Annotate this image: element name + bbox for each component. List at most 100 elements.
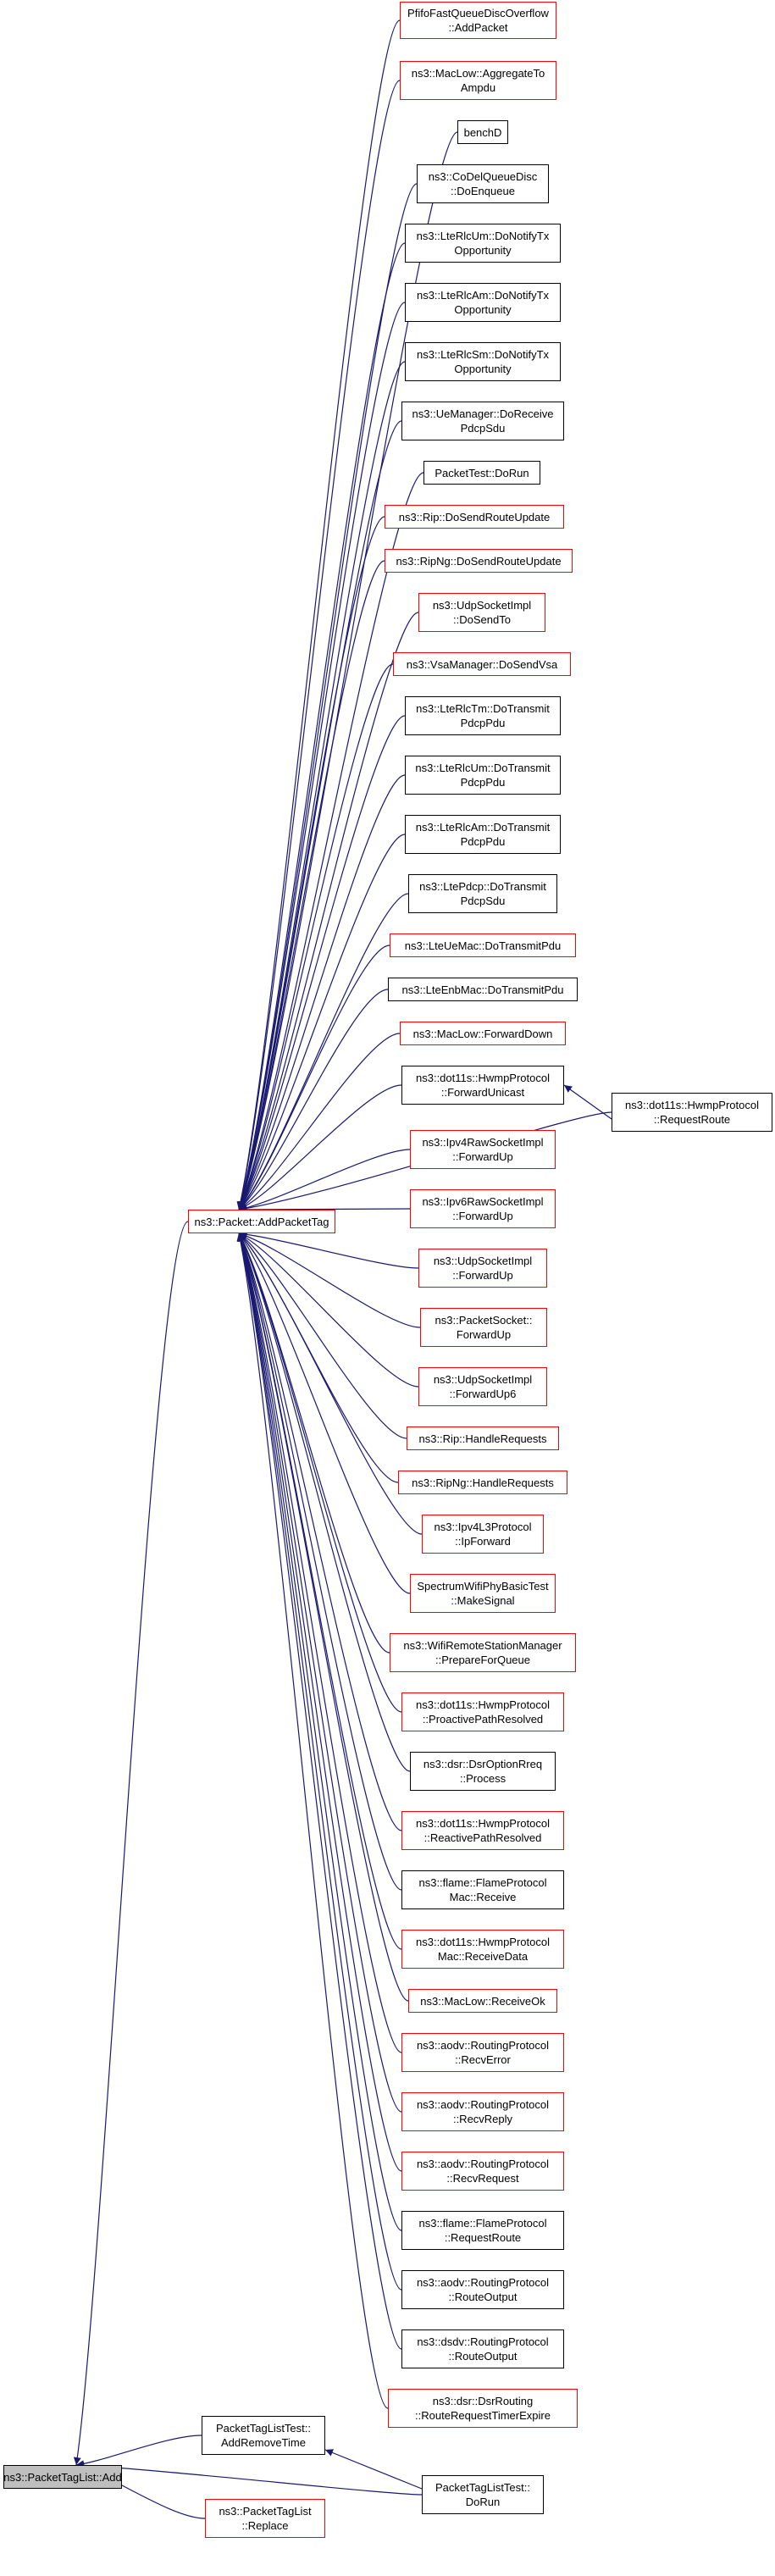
graph-node[interactable]: ns3::Packet::AddPacketTag xyxy=(188,1210,335,1233)
graph-node[interactable]: ns3::Ipv4RawSocketImpl::ForwardUp xyxy=(410,1130,556,1169)
graph-node[interactable]: PacketTest::DoRun xyxy=(423,461,540,485)
graph-node[interactable]: ns3::RipNg::DoSendRouteUpdate xyxy=(385,549,573,573)
graph-edge xyxy=(238,1233,402,1891)
graph-node-label: ns3::MacLow::ReceiveOk xyxy=(420,1994,545,2008)
graph-node[interactable]: ns3::Rip::DoSendRouteUpdate xyxy=(385,505,564,529)
graph-edge xyxy=(238,1233,419,1388)
graph-node-label: ::RouteRequestTimerExpire xyxy=(415,2409,551,2422)
graph-node-label: ns3::Ipv4L3Protocol xyxy=(434,1521,532,1533)
graph-edge xyxy=(238,1233,407,1439)
graph-node[interactable]: ns3::MacLow::ForwardDown xyxy=(400,1022,566,1045)
graph-edge xyxy=(238,1230,419,1269)
graph-node[interactable]: ns3::aodv::RoutingProtocol::RecvReply xyxy=(401,2092,564,2131)
graph-node[interactable]: ns3::dot11s::HwmpProtocol::ForwardUnicas… xyxy=(401,1066,564,1105)
graph-edge xyxy=(237,1233,402,2172)
graph-node-label: ns3::LteRlcAm::DoTransmit xyxy=(415,821,551,834)
graph-node[interactable]: ns3::dsdv::RoutingProtocol::RouteOutput xyxy=(401,2329,564,2368)
graph-node-label: ::RouteOutput xyxy=(448,2291,518,2303)
graph-node-label: ns3::RipNg::HandleRequests xyxy=(412,1476,554,1489)
graph-node[interactable]: ns3::LteUeMac::DoTransmitPdu xyxy=(390,933,576,957)
graph-edge xyxy=(73,1221,189,2466)
graph-edge xyxy=(238,1233,411,1594)
graph-node-label: ns3::UdpSocketImpl xyxy=(433,1373,533,1386)
graph-node[interactable]: ns3::Ipv4L3Protocol::IpForward xyxy=(422,1515,544,1554)
graph-edge xyxy=(236,1233,402,2291)
graph-node-label: PdcpPdu xyxy=(460,776,506,789)
graph-node[interactable]: ns3::UdpSocketImpl::ForwardUp6 xyxy=(418,1367,547,1406)
graph-node-label: ns3::aodv::RoutingProtocol xyxy=(416,2276,550,2289)
graph-node-label: Mac::Receive xyxy=(449,1891,517,1903)
graph-node-label: ns3::dot11s::HwmpProtocol xyxy=(625,1099,759,1111)
graph-node[interactable]: ns3::dsr::DsrOptionRreq::Process xyxy=(410,1752,556,1791)
graph-node[interactable]: ns3::dot11s::HwmpProtocol::ProactivePath… xyxy=(401,1692,564,1731)
graph-edge xyxy=(237,1233,402,2053)
graph-node-label: ::ProactivePathResolved xyxy=(422,1713,544,1726)
graph-edge xyxy=(238,1233,411,1772)
graph-node[interactable]: ns3::PacketSocket::ForwardUp xyxy=(420,1308,547,1347)
graph-node-label: ns3::LteRlcTm::DoTransmit xyxy=(416,702,550,715)
graph-node[interactable]: ns3::dsr::DsrRouting::RouteRequestTimerE… xyxy=(388,2389,578,2428)
graph-edge xyxy=(238,612,419,1210)
graph-node-label: ns3::LteRlcUm::DoNotifyTx xyxy=(416,230,550,242)
graph-node[interactable]: benchD xyxy=(457,120,508,144)
graph-edge xyxy=(238,989,389,1210)
graph-node-label: PacketTagListTest:: xyxy=(216,2422,311,2435)
graph-node-label: ::IpForward xyxy=(455,1535,511,1548)
graph-node[interactable]: ns3::LteEnbMac::DoTransmitPdu xyxy=(388,978,578,1001)
graph-node-label: ns3::dsr::DsrRouting xyxy=(432,2395,534,2407)
graph-node-label: AddRemoveTime xyxy=(221,2436,306,2449)
graph-node[interactable]: ns3::WifiRemoteStationManager::PrepareFo… xyxy=(390,1633,576,1672)
graph-node[interactable]: ns3::PacketTagList::Replace xyxy=(205,2499,325,2538)
graph-node-label: ns3::UdpSocketImpl xyxy=(433,1255,533,1267)
graph-edge xyxy=(238,1232,421,1328)
graph-node-label: Mac::ReceiveData xyxy=(437,1950,529,1963)
graph-node-label: ns3::PacketTagList::Add xyxy=(3,2470,122,2484)
graph-node[interactable]: ns3::RipNg::HandleRequests xyxy=(398,1471,567,1494)
graph-edge xyxy=(237,1233,409,2002)
graph-node[interactable]: PacketTagListTest::DoRun xyxy=(422,2475,544,2514)
graph-node[interactable]: ns3::Ipv6RawSocketImpl::ForwardUp xyxy=(410,1189,556,1228)
graph-edge xyxy=(75,2435,202,2468)
graph-node-label: ::ForwardUp xyxy=(452,1210,513,1222)
graph-node: ns3::PacketTagList::Add xyxy=(3,2465,122,2489)
graph-edge xyxy=(238,1233,423,1535)
graph-node-label: PacketTest::DoRun xyxy=(435,466,529,479)
graph-node[interactable]: ns3::Rip::HandleRequests xyxy=(407,1426,559,1450)
graph-node-label: ns3::Ipv4RawSocketImpl xyxy=(422,1136,544,1149)
graph-node[interactable]: ns3::CoDelQueueDisc::DoEnqueue xyxy=(417,164,549,203)
graph-node-label: ns3::aodv::RoutingProtocol xyxy=(416,2039,550,2052)
graph-node[interactable]: ns3::UdpSocketImpl::ForwardUp xyxy=(418,1249,547,1288)
graph-edge xyxy=(236,1233,389,2409)
graph-node-label: ns3::UeManager::DoReceive xyxy=(412,407,554,420)
graph-node[interactable]: ns3::MacLow::ReceiveOk xyxy=(408,1989,557,2013)
graph-node-label: ns3::dsr::DsrOptionRreq xyxy=(423,1758,543,1770)
graph-node[interactable]: ns3::dot11s::HwmpProtocol::ReactivePathR… xyxy=(401,1811,564,1850)
graph-node-label: ::RequestRoute xyxy=(444,2231,522,2244)
graph-node[interactable]: ns3::aodv::RoutingProtocol::RecvRequest xyxy=(401,2152,564,2191)
graph-node[interactable]: PfifoFastQueueDiscOverflow::AddPacket xyxy=(400,2,556,39)
graph-node-label: Opportunity xyxy=(454,244,512,257)
graph-node-label: ns3::MacLow::ForwardDown xyxy=(412,1027,553,1040)
graph-node[interactable]: PacketTagListTest::AddRemoveTime xyxy=(202,2416,325,2455)
graph-node[interactable]: ns3::aodv::RoutingProtocol::RecvError xyxy=(401,2033,564,2072)
graph-node[interactable]: ns3::flame::FlameProtocol::RequestRoute xyxy=(401,2211,564,2250)
graph-node[interactable]: SpectrumWifiPhyBasicTest::MakeSignal xyxy=(410,1574,556,1613)
graph-node[interactable]: ns3::aodv::RoutingProtocol::RouteOutput xyxy=(401,2270,564,2309)
graph-node[interactable]: ns3::dot11s::HwmpProtocol::RequestRoute xyxy=(612,1093,772,1132)
graph-node-label: ::Replace xyxy=(241,2519,289,2532)
graph-node[interactable]: ns3::VsaManager::DoSendVsa xyxy=(393,652,571,676)
graph-node[interactable]: ns3::UdpSocketImpl::DoSendTo xyxy=(418,593,545,632)
